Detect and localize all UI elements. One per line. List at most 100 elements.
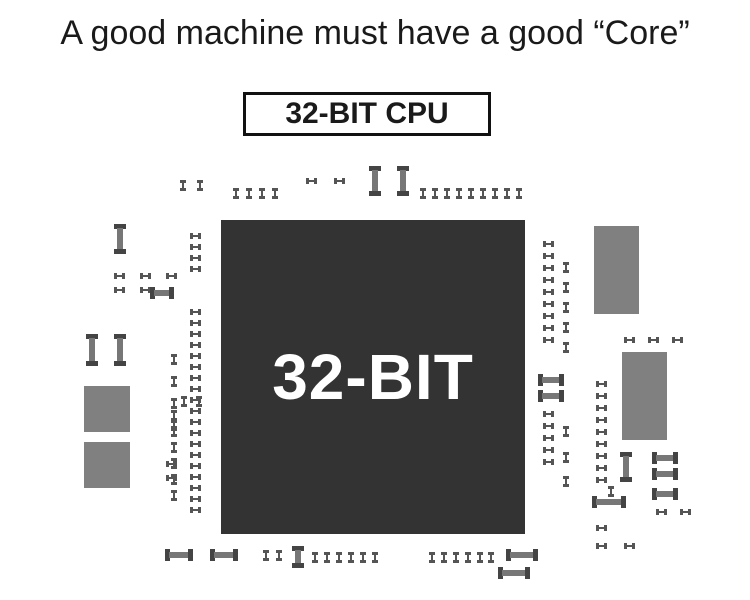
- resistor-cap: [563, 282, 569, 285]
- resistor-cap: [336, 560, 342, 563]
- resistor-cap: [171, 490, 177, 493]
- resistor-cap: [632, 337, 635, 343]
- capacitor-body: [510, 552, 534, 558]
- resistor-cap: [171, 450, 177, 453]
- resistor-cap: [551, 325, 554, 331]
- resistor-cap: [456, 188, 462, 191]
- resistor-cap: [190, 309, 193, 315]
- resistor-body: [336, 180, 342, 182]
- resistor-cap: [551, 265, 554, 271]
- resistor-cap: [596, 417, 599, 423]
- resistor-body: [598, 545, 604, 547]
- resistor-cap: [543, 435, 546, 441]
- resistor-cap: [596, 477, 599, 483]
- resistor-cap: [563, 452, 569, 455]
- resistor-cap: [171, 482, 177, 485]
- resistor-body: [598, 443, 604, 445]
- resistor-body: [173, 356, 175, 362]
- resistor-cap: [372, 552, 378, 555]
- resistor-cap: [190, 266, 193, 272]
- capacitor-body: [372, 170, 378, 192]
- resistor-cap: [516, 196, 522, 199]
- resistor-body: [192, 421, 198, 423]
- capacitor-cap: [652, 452, 657, 464]
- resistor-body: [168, 275, 174, 277]
- resistor-body: [598, 467, 604, 469]
- resistor-cap: [259, 188, 265, 191]
- resistor-body: [192, 311, 198, 313]
- capacitor-cap: [525, 567, 530, 579]
- pad-left-lower: [84, 442, 130, 488]
- resistor-body: [192, 432, 198, 434]
- resistor-cap: [198, 474, 201, 480]
- resistor-body: [545, 437, 551, 439]
- resistor-cap: [190, 375, 193, 381]
- resistor-cap: [543, 447, 546, 453]
- resistor-cap: [272, 196, 278, 199]
- capacitor-cap: [397, 191, 409, 196]
- capacitor-body: [117, 338, 123, 362]
- resistor-cap: [246, 188, 252, 191]
- resistor-body: [658, 511, 664, 513]
- resistor-cap: [198, 320, 201, 326]
- resistor-body: [173, 444, 175, 450]
- resistor-cap: [429, 560, 435, 563]
- capacitor-body: [214, 552, 234, 558]
- capacitor-cap: [292, 563, 304, 568]
- resistor-cap: [468, 188, 474, 191]
- resistor-body: [545, 449, 551, 451]
- resistor-cap: [140, 273, 143, 279]
- resistor-cap: [198, 309, 201, 315]
- resistor-body: [192, 333, 198, 335]
- capacitor-body: [542, 393, 560, 399]
- pad-right-upper: [594, 226, 639, 314]
- resistor-cap: [596, 393, 599, 399]
- resistor-cap: [348, 560, 354, 563]
- resistor-cap: [197, 180, 203, 183]
- capacitor-cap: [369, 166, 381, 171]
- resistor-cap: [198, 342, 201, 348]
- resistor-body: [422, 190, 424, 196]
- resistor-body: [545, 425, 551, 427]
- resistor-cap: [441, 560, 447, 563]
- resistor-body: [173, 412, 175, 418]
- resistor-cap: [492, 196, 498, 199]
- resistor-body: [682, 511, 688, 513]
- resistor-cap: [596, 441, 599, 447]
- resistor-body: [235, 190, 237, 196]
- cpu-chip: 32-BIT: [221, 220, 525, 534]
- resistor-cap: [488, 552, 494, 555]
- resistor-cap: [596, 453, 599, 459]
- resistor-cap: [656, 337, 659, 343]
- capacitor-cap: [652, 468, 657, 480]
- resistor-body: [431, 554, 433, 560]
- resistor-body: [446, 190, 448, 196]
- resistor-cap: [198, 233, 201, 239]
- capacitor-cap: [150, 287, 155, 299]
- resistor-body: [467, 554, 469, 560]
- capacitor-cap: [86, 361, 98, 366]
- resistor-cap: [604, 381, 607, 387]
- resistor-cap: [465, 560, 471, 563]
- resistor-cap: [306, 178, 309, 184]
- resistor-body: [565, 454, 567, 460]
- resistor-body: [626, 545, 632, 547]
- capacitor-cap: [86, 334, 98, 339]
- resistor-body: [274, 190, 276, 196]
- pad-right-lower: [622, 352, 667, 440]
- resistor-body: [506, 190, 508, 196]
- resistor-cap: [148, 273, 151, 279]
- resistor-cap: [444, 188, 450, 191]
- resistor-body: [434, 190, 436, 196]
- resistor-body: [545, 413, 551, 415]
- resistor-cap: [672, 337, 675, 343]
- resistor-cap: [563, 302, 569, 305]
- resistor-cap: [190, 233, 193, 239]
- resistor-cap: [480, 196, 486, 199]
- resistor-cap: [624, 337, 627, 343]
- capacitor-body: [656, 455, 674, 461]
- resistor-body: [116, 289, 122, 291]
- resistor-cap: [166, 475, 169, 481]
- resistor-cap: [190, 430, 193, 436]
- resistor-cap: [181, 396, 187, 399]
